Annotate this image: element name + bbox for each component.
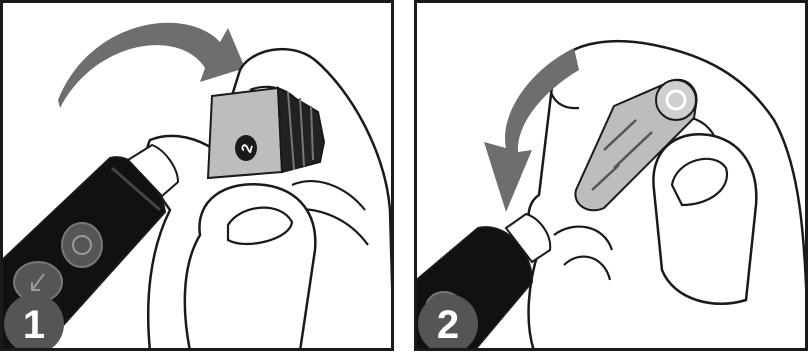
step-number-label: 1 xyxy=(23,303,45,347)
step-2-panel: 2 xyxy=(414,0,808,351)
lancet-cap xyxy=(208,88,282,178)
step-1-illustration: 2 1 xyxy=(0,0,394,351)
device-button xyxy=(62,223,102,267)
lancet-cap-disk xyxy=(656,80,696,120)
step-number-label: 2 xyxy=(437,303,459,347)
step-1-panel: 2 1 xyxy=(0,0,394,351)
step-2-illustration: 2 xyxy=(414,0,808,351)
